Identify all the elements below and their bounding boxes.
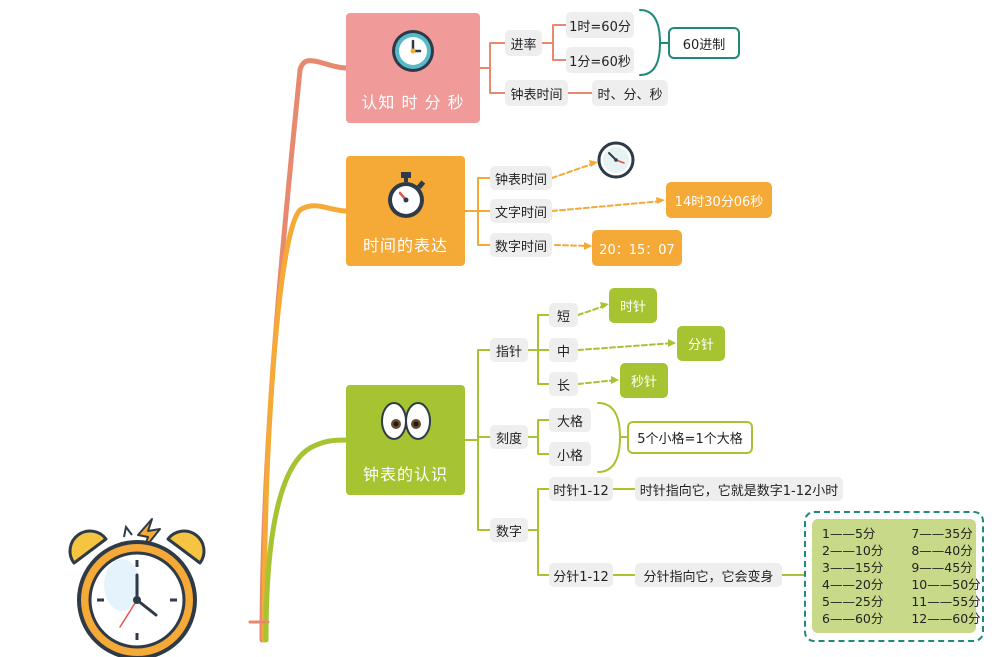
mapping-item: 5——25分: [822, 594, 884, 609]
mapping-item: 1——5分: [822, 526, 876, 541]
minute-mapping-table[interactable]: 1——5分 7——35分 2——10分 8——40分 3——15分 9——45分…: [812, 519, 981, 633]
node-digital-time[interactable]: 数字时间: [490, 233, 552, 257]
node-hour-desc[interactable]: 时针指向它，它就是数字1-12小时: [635, 477, 843, 501]
node-second-hand[interactable]: 秒针: [620, 363, 668, 398]
node-long[interactable]: 长: [549, 372, 578, 396]
node-short[interactable]: 短: [549, 303, 578, 327]
node-text-time[interactable]: 文字时间: [490, 199, 552, 223]
node-scale-rule[interactable]: 5个小格=1个大格: [627, 421, 753, 454]
topic-node-know-clock[interactable]: 钟表的认识: [346, 385, 465, 495]
node-units[interactable]: 时、分、秒: [592, 80, 668, 106]
mapping-item: 11——55分: [911, 594, 981, 609]
clock-icon: [392, 30, 434, 72]
node-small-division[interactable]: 小格: [549, 442, 591, 466]
node-minute-hand[interactable]: 分针: [677, 326, 725, 361]
node-text-time-value[interactable]: 14时30分06秒: [666, 182, 772, 218]
mapping-item: 7——35分: [911, 526, 973, 541]
node-numbers[interactable]: 数字: [490, 518, 528, 542]
mapping-item: 2——10分: [822, 543, 884, 558]
mapping-item: 10——50分: [911, 577, 981, 592]
node-rate[interactable]: 进率: [505, 30, 542, 56]
wall-clock-icon: [597, 141, 635, 179]
node-minute-range[interactable]: 分针1-12: [549, 563, 613, 587]
mapping-item: 4——20分: [822, 577, 884, 592]
node-minute-second[interactable]: 1分=60秒: [566, 47, 634, 73]
mapping-item: 12——60分: [911, 611, 981, 626]
node-clock-time[interactable]: 钟表时间: [505, 80, 568, 106]
topic-title: 时间的表达: [362, 236, 448, 255]
topic-node-time-expression[interactable]: 时间的表达: [346, 156, 465, 266]
node-hour-range[interactable]: 时针1-12: [549, 477, 613, 501]
mapping-item: 8——40分: [911, 543, 973, 558]
node-hour-minute[interactable]: 1时=60分: [566, 12, 634, 38]
node-hands[interactable]: 指针: [490, 338, 528, 362]
node-base-60[interactable]: 60进制: [668, 27, 740, 59]
mapping-frame: [804, 511, 984, 642]
topic-title: 认知 时 分 秒: [361, 93, 465, 112]
topic-title: 钟表的认识: [362, 465, 448, 484]
topic-node-recognize-time[interactable]: 认知 时 分 秒: [346, 13, 480, 123]
node-hour-hand[interactable]: 时针: [609, 288, 657, 323]
node-mid[interactable]: 中: [549, 338, 578, 362]
mapping-item: 9——45分: [911, 560, 973, 575]
node-digital-time-value[interactable]: 20：15：07: [592, 230, 682, 266]
node-minute-desc[interactable]: 分针指向它，它会变身: [635, 563, 782, 587]
mapping-item: 6——60分: [822, 611, 884, 626]
node-big-division[interactable]: 大格: [549, 408, 591, 432]
node-clock-time-2[interactable]: 钟表时间: [490, 166, 552, 190]
node-scale[interactable]: 刻度: [490, 425, 528, 449]
eyes-icon: [380, 402, 431, 440]
mapping-item: 3——15分: [822, 560, 884, 575]
stopwatch-icon: [387, 172, 425, 218]
alarm-clock-icon: [68, 518, 206, 657]
